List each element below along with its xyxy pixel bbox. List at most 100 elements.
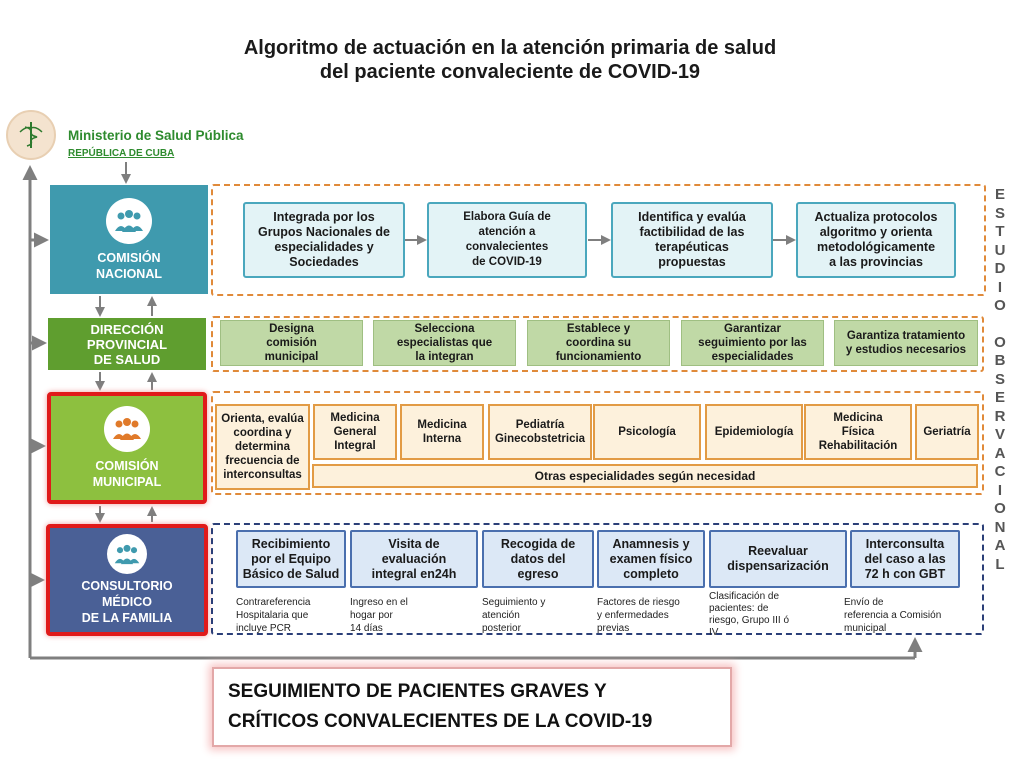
nacional-step[interactable]: Elabora Guía de atención a convaleciente… (427, 202, 587, 278)
people-icon (107, 534, 147, 574)
side-letter: I (997, 278, 1003, 296)
provincial-task[interactable]: Establece y coordina su funcionamiento (527, 320, 670, 366)
nacional-step[interactable]: Actualiza protocolos algoritmo y orienta… (796, 202, 956, 278)
consultorio-step[interactable]: Interconsulta del caso a las 72 h con GB… (850, 530, 960, 588)
people-icon (104, 406, 150, 452)
consultorio-step[interactable]: Reevaluar dispensarización (709, 530, 847, 588)
consultorio-step[interactable]: Recogida de datos del egreso (482, 530, 594, 588)
coord-text: coordina y (233, 427, 292, 439)
specialty-text: Medicina (833, 412, 883, 424)
specialty-box[interactable]: Medicina Interna (400, 404, 484, 460)
note-text: Contrareferencia (236, 596, 311, 608)
frame-consultorio (211, 523, 984, 635)
step-text: propuestas (658, 255, 726, 269)
task-text: coordina su (565, 337, 632, 349)
note-text: previas (597, 622, 630, 634)
step-text: a las provincias (829, 255, 923, 269)
specialty-box[interactable]: Pediatría Ginecobstetricia (488, 404, 592, 460)
note-text: Seguimiento y (482, 596, 546, 608)
seguimiento-line-2: CRÍTICOS CONVALECIENTES DE LA COVID-19 (228, 711, 653, 732)
step-text: datos del (510, 551, 566, 566)
otras-especialidades[interactable]: Otras especialidades según necesidad (312, 464, 978, 488)
specialty-text: Geriatría (923, 426, 971, 438)
level-label-line: DIRECCIÓN (90, 321, 164, 337)
specialty-box[interactable]: Medicina Física Rehabilitación (804, 404, 912, 460)
step-text: examen físico (609, 551, 693, 566)
task-text: especialistas que (396, 337, 493, 349)
step-text: evaluación (381, 551, 447, 566)
level-label-line: PROVINCIAL (86, 336, 168, 352)
note-text: Envío de (844, 596, 884, 608)
provincial-task[interactable]: Garantizar seguimiento por las especiali… (681, 320, 824, 366)
note-text: posterior (482, 622, 521, 634)
side-letter: B (994, 352, 1006, 369)
specialty-text: Ginecobstetricia (494, 433, 586, 445)
level-comision-municipal[interactable]: COMISIÓN MUNICIPAL (47, 392, 207, 504)
title-line-1: Algoritmo de actuación en la atención pr… (243, 37, 777, 59)
step-text: atención a (478, 226, 536, 238)
step-text: Integrada por los (273, 210, 375, 224)
consultorio-step[interactable]: Recibimiento por el Equipo Básico de Sal… (236, 530, 346, 588)
frame-provincial (211, 316, 984, 372)
step-text: especialidades y (274, 240, 374, 254)
consultorio-note: Seguimiento y atención posterior (482, 593, 594, 637)
task-text: especialidades (711, 351, 794, 363)
side-letter: O (994, 297, 1006, 314)
specialty-text: Integral (334, 440, 376, 452)
level-consultorio-medico[interactable]: CONSULTORIO MÉDICO DE LA FAMILIA (46, 524, 208, 636)
level-label-line: DE LA FAMILIA (81, 611, 173, 625)
title-line-2: del paciente convaleciente de COVID-19 (319, 61, 701, 83)
task-text: seguimiento por las (698, 337, 807, 349)
side-letter: O (994, 333, 1006, 351)
step-text: completo (623, 566, 679, 581)
level-label-line: CONSULTORIO (81, 579, 173, 593)
note-text: IV (709, 627, 719, 638)
seguimiento-line-1: SEGUIMIENTO DE PACIENTES GRAVES Y (228, 681, 607, 702)
note-text: riesgo, Grupo III ó (709, 615, 790, 626)
side-letter: L (995, 555, 1005, 573)
coord-text: interconsultas (223, 469, 302, 481)
level-label-line: COMISIÓN (95, 459, 159, 473)
nacional-step[interactable]: Integrada por los Grupos Nacionales de e… (243, 202, 405, 278)
specialty-box[interactable]: Medicina General Integral (313, 404, 397, 460)
task-text: municipal (264, 351, 319, 363)
municipal-coordination[interactable]: Orienta, evalúa coordina y determina fre… (215, 404, 310, 490)
step-text: Recibimiento (251, 536, 331, 551)
level-comision-nacional[interactable]: COMISIÓN NACIONAL (50, 185, 208, 294)
provincial-task[interactable]: Selecciona especialistas que la integran (373, 320, 516, 366)
specialty-text: General (333, 426, 377, 438)
task-text: Garantiza tratamiento (846, 330, 966, 342)
side-letter: S (994, 370, 1005, 388)
step-text: convalecientes (465, 241, 549, 253)
specialty-text: Rehabilitación (818, 440, 898, 452)
ministry-subtitle[interactable]: REPÚBLICA DE CUBA (68, 148, 175, 159)
task-text: funcionamiento (555, 351, 642, 363)
step-text: factibilidad de las (639, 225, 745, 239)
step-text: Grupos Nacionales de (258, 225, 390, 239)
note-text: Ingreso en el (350, 596, 408, 608)
note-text: incluye PCR (236, 622, 292, 634)
task-text: Selecciona (414, 323, 475, 335)
specialty-box[interactable]: Epidemiología (705, 404, 803, 460)
step-text: algoritmo y orienta (819, 225, 933, 239)
specialty-text: Medicina (417, 419, 467, 431)
level-direccion-provincial[interactable]: DIRECCIÓN PROVINCIAL DE SALUD (48, 318, 206, 370)
consultorio-step[interactable]: Visita de evaluación integral en24h (350, 530, 478, 588)
step-text: integral en24h (371, 566, 457, 581)
consultorio-note: Clasificación de pacientes: de riesgo, G… (709, 591, 847, 638)
specialty-box[interactable]: Psicología (593, 404, 701, 460)
step-text: Actualiza protocolos (814, 210, 938, 224)
step-text: 72 h con GBT (864, 566, 946, 581)
task-text: comisión (266, 337, 317, 349)
task-text: Designa (269, 323, 314, 335)
note-text: atención (482, 609, 520, 621)
nacional-step[interactable]: Identifica y evalúa factibilidad de las … (611, 202, 773, 278)
side-letter: N (994, 518, 1006, 536)
provincial-task[interactable]: Garantiza tratamiento y estudios necesar… (834, 320, 978, 366)
frame-municipal (211, 391, 984, 495)
consultorio-step[interactable]: Anamnesis y examen físico completo (597, 530, 705, 588)
task-text: y estudios necesarios (845, 344, 967, 356)
provincial-task[interactable]: Designa comisión municipal (220, 320, 363, 366)
specialty-box[interactable]: Geriatría (915, 404, 979, 460)
step-text: Básico de Salud (242, 566, 340, 581)
